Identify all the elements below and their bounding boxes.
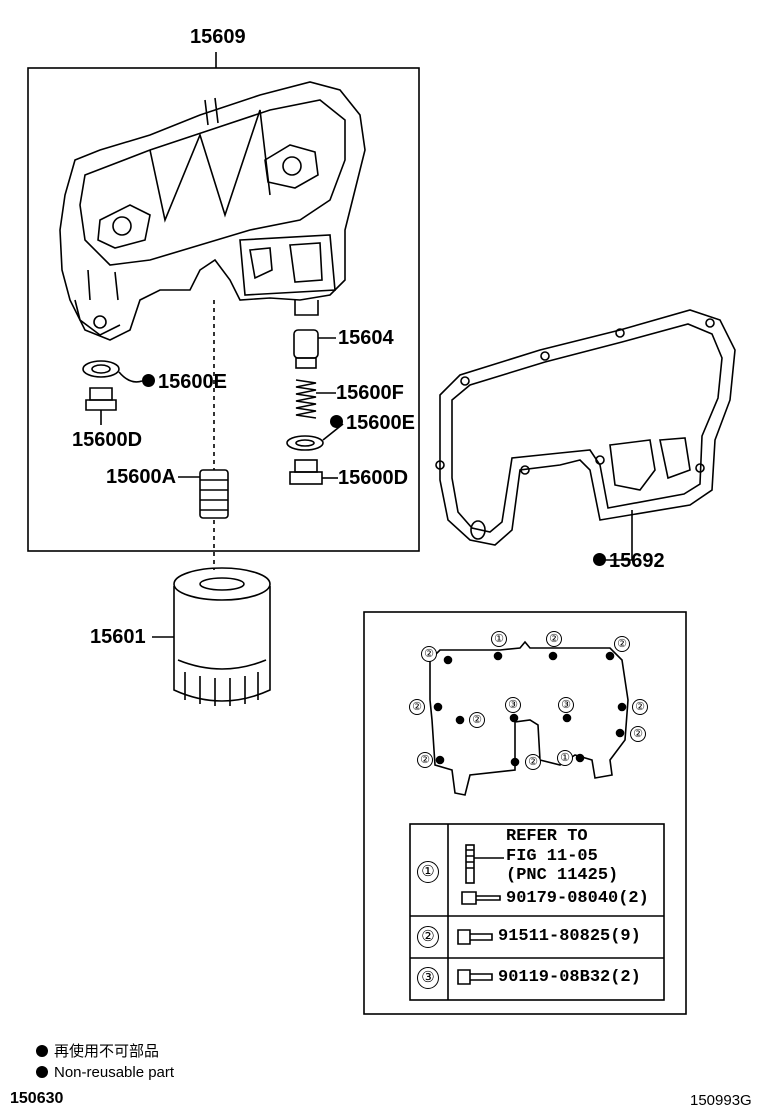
bolt-marker-2: ② [614, 636, 630, 652]
non-reusable-dot-icon [142, 374, 155, 388]
bolt-marker-3: ③ [505, 697, 521, 713]
main-assembly-frame [27, 67, 420, 552]
legend-line-en: Non-reusable part [36, 1064, 174, 1082]
bolt-marker-2: ② [546, 631, 562, 647]
non-reusable-dot-icon [593, 553, 606, 567]
table-row-1-marker: ① [417, 861, 439, 883]
non-reusable-dot-icon [36, 1045, 48, 1058]
bolt-marker-1: ① [491, 631, 507, 647]
bolt-marker-2: ② [421, 646, 437, 662]
part-label-15604[interactable]: 15604 [338, 327, 394, 349]
bolt-layout-outline [429, 640, 629, 796]
footer-code-right: 150993G [690, 1092, 752, 1109]
bolt-marker-1: ① [557, 750, 573, 766]
part-label-15600F[interactable]: 15600F [336, 382, 404, 404]
bolt-marker-2: ② [632, 699, 648, 715]
non-reusable-dot-icon [330, 415, 343, 429]
refer-line-2[interactable]: FIG 11-05 [506, 847, 598, 866]
refer-line-3: (PNC 11425) [506, 866, 619, 885]
legend-line-jp: 再使用不可部品 [36, 1043, 159, 1061]
bolt-marker-2: ② [630, 726, 646, 742]
bolt-marker-2: ② [469, 712, 485, 728]
part-label-15609[interactable]: 15609 [190, 26, 246, 48]
footer-code-left: 150630 [10, 1090, 64, 1107]
oil-pump-housing [59, 81, 366, 341]
part-label-15692[interactable]: 15692 [593, 550, 665, 572]
part-label-15600A[interactable]: 15600A [106, 466, 177, 488]
non-reusable-dot-icon [36, 1066, 48, 1079]
bolt-part-90119[interactable]: 90119-08B32(2) [498, 968, 641, 987]
bolt-marker-3: ③ [558, 697, 574, 713]
part-label-15600E-right[interactable]: 15600E [330, 412, 415, 434]
bolt-part-91511[interactable]: 91511-80825(9) [498, 927, 641, 946]
refer-line-1: REFER TO [506, 827, 588, 846]
part-label-15601[interactable]: 15601 [90, 626, 146, 648]
gasket-outline [439, 309, 736, 546]
part-label-15600D-left[interactable]: 15600D [72, 429, 143, 451]
bolt-marker-2: ② [417, 752, 433, 768]
table-row-3-marker: ③ [417, 967, 439, 989]
part-label-15600D-right[interactable]: 15600D [338, 467, 409, 489]
part-label-15600E-left[interactable]: 15600E [142, 371, 227, 393]
bolt-marker-2: ② [525, 754, 541, 770]
table-row-2-marker: ② [417, 926, 439, 948]
bolt-marker-2: ② [409, 699, 425, 715]
bolt-part-90179[interactable]: 90179-08040(2) [506, 889, 649, 908]
